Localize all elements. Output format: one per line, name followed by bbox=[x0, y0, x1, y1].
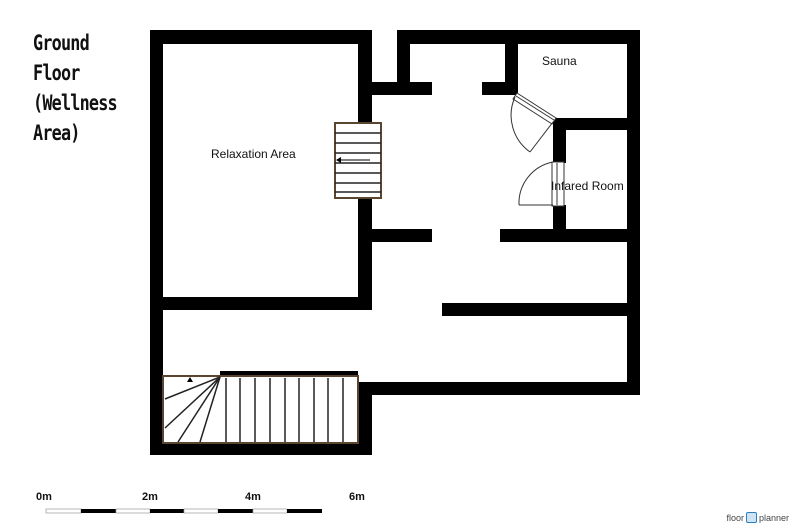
upper-stairs bbox=[334, 122, 382, 199]
title-line: Floor bbox=[33, 61, 80, 85]
title-line: Ground bbox=[33, 31, 90, 55]
room-label-relaxation: Relaxation Area bbox=[211, 147, 296, 161]
plan-title: Ground Floor (Wellness Area) bbox=[33, 28, 118, 148]
scale-label: 2m bbox=[142, 491, 158, 503]
scale-label: 6m bbox=[349, 491, 365, 503]
logo-text-right: planner bbox=[758, 512, 789, 523]
lower-stairs bbox=[162, 375, 359, 444]
title-line: (Wellness bbox=[33, 91, 118, 115]
sauna-door bbox=[510, 92, 557, 153]
room-label-infrared: Infared Room bbox=[551, 179, 624, 193]
walls bbox=[150, 30, 640, 455]
title-line: Area) bbox=[33, 121, 80, 145]
scale-bar bbox=[45, 508, 322, 514]
logo-text-left: floor bbox=[726, 512, 744, 523]
room-label-sauna: Sauna bbox=[542, 54, 577, 68]
logo-icon bbox=[745, 512, 757, 523]
infrared-door bbox=[518, 161, 565, 207]
scale-label: 0m bbox=[36, 491, 52, 503]
floorplanner-logo: floor planner bbox=[726, 512, 789, 523]
scale-label: 4m bbox=[245, 491, 261, 503]
